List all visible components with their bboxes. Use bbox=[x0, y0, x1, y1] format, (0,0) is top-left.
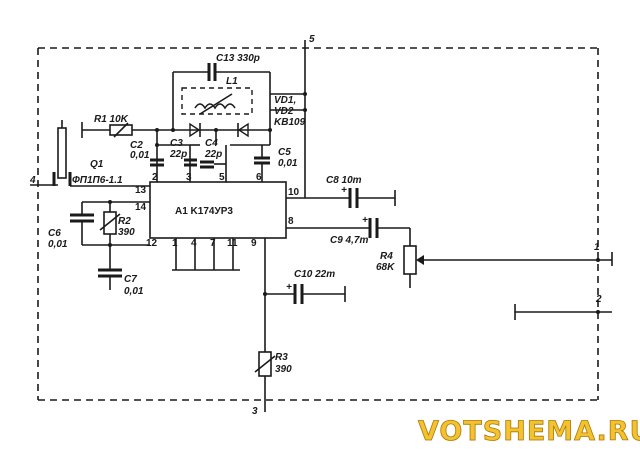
c8-label: C8 10m bbox=[326, 175, 362, 186]
capacitor-c7: C7 0,01 bbox=[98, 245, 144, 297]
pin-14: 14 bbox=[135, 202, 147, 213]
pin-6: 6 bbox=[256, 172, 262, 183]
c7-label: C7 bbox=[124, 274, 137, 285]
pin-10: 10 bbox=[288, 187, 300, 198]
r3-value: 390 bbox=[275, 364, 292, 375]
l1-label: L1 bbox=[226, 76, 238, 87]
c7-value: 0,01 bbox=[124, 286, 144, 297]
q1-type: ФП1П6-1.1 bbox=[72, 175, 123, 186]
c5-value: 0,01 bbox=[278, 158, 298, 169]
r1-label: R1 10K bbox=[94, 114, 129, 125]
r4-value: 68K bbox=[376, 262, 395, 273]
q1-label: Q1 bbox=[90, 159, 104, 170]
c4-value: 22p bbox=[204, 149, 222, 160]
supply-rail: 5 bbox=[270, 34, 315, 199]
c2-label: C2 bbox=[130, 140, 143, 151]
pin-1: 1 bbox=[172, 238, 178, 249]
resistor-r1: R1 10K bbox=[81, 114, 173, 138]
r2-value: 390 bbox=[118, 227, 135, 238]
pin-8: 8 bbox=[288, 216, 294, 227]
pin-9: 9 bbox=[251, 238, 257, 249]
pin-13: 13 bbox=[135, 185, 147, 196]
pin-4: 4 bbox=[191, 238, 197, 249]
c6-value: 0,01 bbox=[48, 239, 68, 250]
terminal-2-label: 2 bbox=[595, 294, 602, 305]
pin-5: 5 bbox=[219, 172, 225, 183]
terminal-2: 2 bbox=[514, 294, 612, 320]
ic-a1: A1 K174УР3 bbox=[149, 181, 287, 239]
c8-plus: + bbox=[341, 185, 347, 196]
pin14-network: R2 390 C6 0,01 bbox=[48, 200, 150, 250]
c5-label: C5 bbox=[278, 147, 291, 158]
ic-name: A1 K174УР3 bbox=[175, 206, 233, 217]
ground-bus bbox=[172, 238, 240, 271]
c3-label: C3 bbox=[170, 138, 183, 149]
inductor-l1: L1 bbox=[181, 76, 253, 115]
capacitor-c13: C13 330p bbox=[172, 53, 271, 130]
c9-label: C9 4,7m bbox=[330, 235, 368, 246]
pin-3: 3 bbox=[186, 172, 192, 183]
watermark: VOTSHEMA.RU bbox=[418, 416, 640, 447]
c9-plus: + bbox=[362, 215, 368, 226]
filter-q1: 4 Q1 ФП1П6-1.1 bbox=[29, 120, 150, 187]
terminal-4-label: 4 bbox=[29, 175, 36, 186]
c3-value: 22p bbox=[169, 149, 187, 160]
pin-7: 7 bbox=[210, 238, 216, 249]
vd-type: KB109 bbox=[274, 117, 306, 128]
c10-plus: + bbox=[286, 282, 292, 293]
terminal-5-label: 5 bbox=[309, 34, 315, 45]
enclosure-boundary bbox=[37, 47, 599, 401]
terminal-1-label: 1 bbox=[594, 242, 600, 253]
r3-label: R3 bbox=[275, 352, 288, 363]
terminal-3-label: 3 bbox=[252, 406, 258, 417]
c6-label: C6 bbox=[48, 228, 61, 239]
pin-2: 2 bbox=[152, 172, 158, 183]
tank-network: C2 0,01 C3 22p C4 22p C5 0,01 bbox=[130, 128, 298, 182]
pin-12: 12 bbox=[146, 238, 158, 249]
diodes-vd1-vd2: VD1, VD2 KB109 bbox=[171, 95, 306, 138]
capacitor-c9: + C9 4,7m bbox=[286, 215, 411, 246]
r4-label: R4 bbox=[380, 251, 393, 262]
c10-label: C10 22m bbox=[294, 269, 335, 280]
c2-value: 0,01 bbox=[130, 150, 150, 161]
pin9-network: + C10 22m R3 390 3 bbox=[252, 238, 346, 417]
c13-label: C13 330p bbox=[216, 53, 260, 64]
r2-label: R2 bbox=[118, 216, 131, 227]
vd-label-1: VD1, bbox=[274, 95, 296, 106]
potentiometer-r4: R4 68K 1 bbox=[376, 242, 613, 288]
vd-label-2: VD2 bbox=[274, 106, 294, 117]
c4-label: C4 bbox=[205, 138, 218, 149]
capacitor-c8: + C8 10m bbox=[305, 175, 396, 208]
